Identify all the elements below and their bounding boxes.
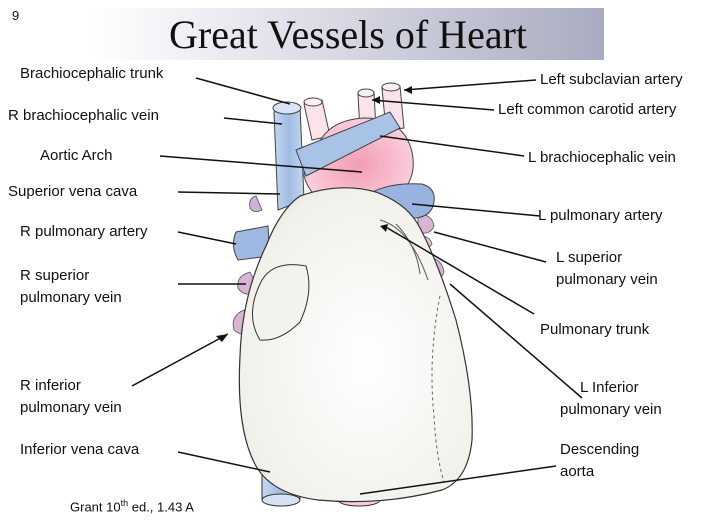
label-r-brachiocephalic-vein: R brachiocephalic vein <box>8 106 159 126</box>
label-left-common-carotid-artery: Left common carotid artery <box>498 100 676 120</box>
label-inferior-vena-cava: Inferior vena cava <box>20 440 139 460</box>
label-r-inferior-pulmonary-vein-line1: R inferior <box>20 376 81 396</box>
label-r-inferior-pulmonary-vein-line2: pulmonary vein <box>20 398 122 418</box>
label-brachiocephalic-trunk: Brachiocephalic trunk <box>20 64 163 84</box>
label-l-inferior-pulmonary-vein-line1: L Inferior <box>580 378 639 398</box>
label-l-superior-pulmonary-vein-line1: L superior <box>556 248 622 268</box>
label-pulmonary-trunk: Pulmonary trunk <box>540 320 649 340</box>
label-r-superior-pulmonary-vein-line2: pulmonary vein <box>20 288 122 308</box>
label-superior-vena-cava: Superior vena cava <box>8 182 137 202</box>
label-l-inferior-pulmonary-vein-line2: pulmonary vein <box>560 400 662 420</box>
label-r-pulmonary-artery: R pulmonary artery <box>20 222 148 242</box>
source-caption: Grant 10th ed., 1.43 A <box>70 498 194 514</box>
caption-superscript: th <box>121 498 129 508</box>
caption-prefix: Grant 10 <box>70 499 121 514</box>
label-l-pulmonary-artery: L pulmonary artery <box>538 206 663 226</box>
label-descending-aorta-line1: Descending <box>560 440 639 460</box>
label-l-brachiocephalic-vein: L brachiocephalic vein <box>528 148 676 168</box>
label-l-superior-pulmonary-vein-line2: pulmonary vein <box>556 270 658 290</box>
heart-body <box>239 188 472 502</box>
label-r-superior-pulmonary-vein-line1: R superior <box>20 266 89 286</box>
label-aortic-arch: Aortic Arch <box>40 146 113 166</box>
label-descending-aorta-line2: aorta <box>560 462 594 482</box>
r-pulmonary-vein-upper <box>250 196 262 212</box>
label-left-subclavian-artery: Left subclavian artery <box>540 70 683 90</box>
caption-suffix: ed., 1.43 A <box>128 499 194 514</box>
